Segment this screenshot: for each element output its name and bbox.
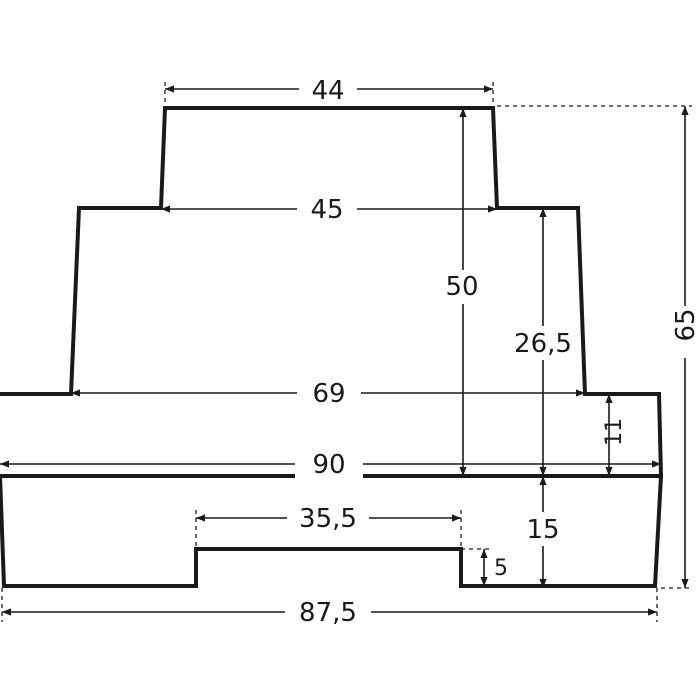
- label-height-step: 26,5: [514, 329, 572, 359]
- label-top-width: 44: [311, 76, 344, 106]
- label-bottom-width: 87,5: [299, 598, 357, 628]
- label-base-width: 90: [312, 450, 345, 480]
- label-height-total: 65: [671, 308, 700, 341]
- label-notch-width: 35,5: [299, 504, 357, 534]
- label-height-base-band: 11: [602, 418, 627, 446]
- label-upper-step-width: 45: [310, 195, 343, 225]
- label-height-bottom: 15: [526, 515, 559, 545]
- enclosure-upper-outline: [0, 106, 664, 478]
- label-height-upper: 50: [445, 272, 478, 302]
- label-middle-width: 69: [312, 379, 345, 409]
- label-height-notch: 5: [494, 556, 508, 581]
